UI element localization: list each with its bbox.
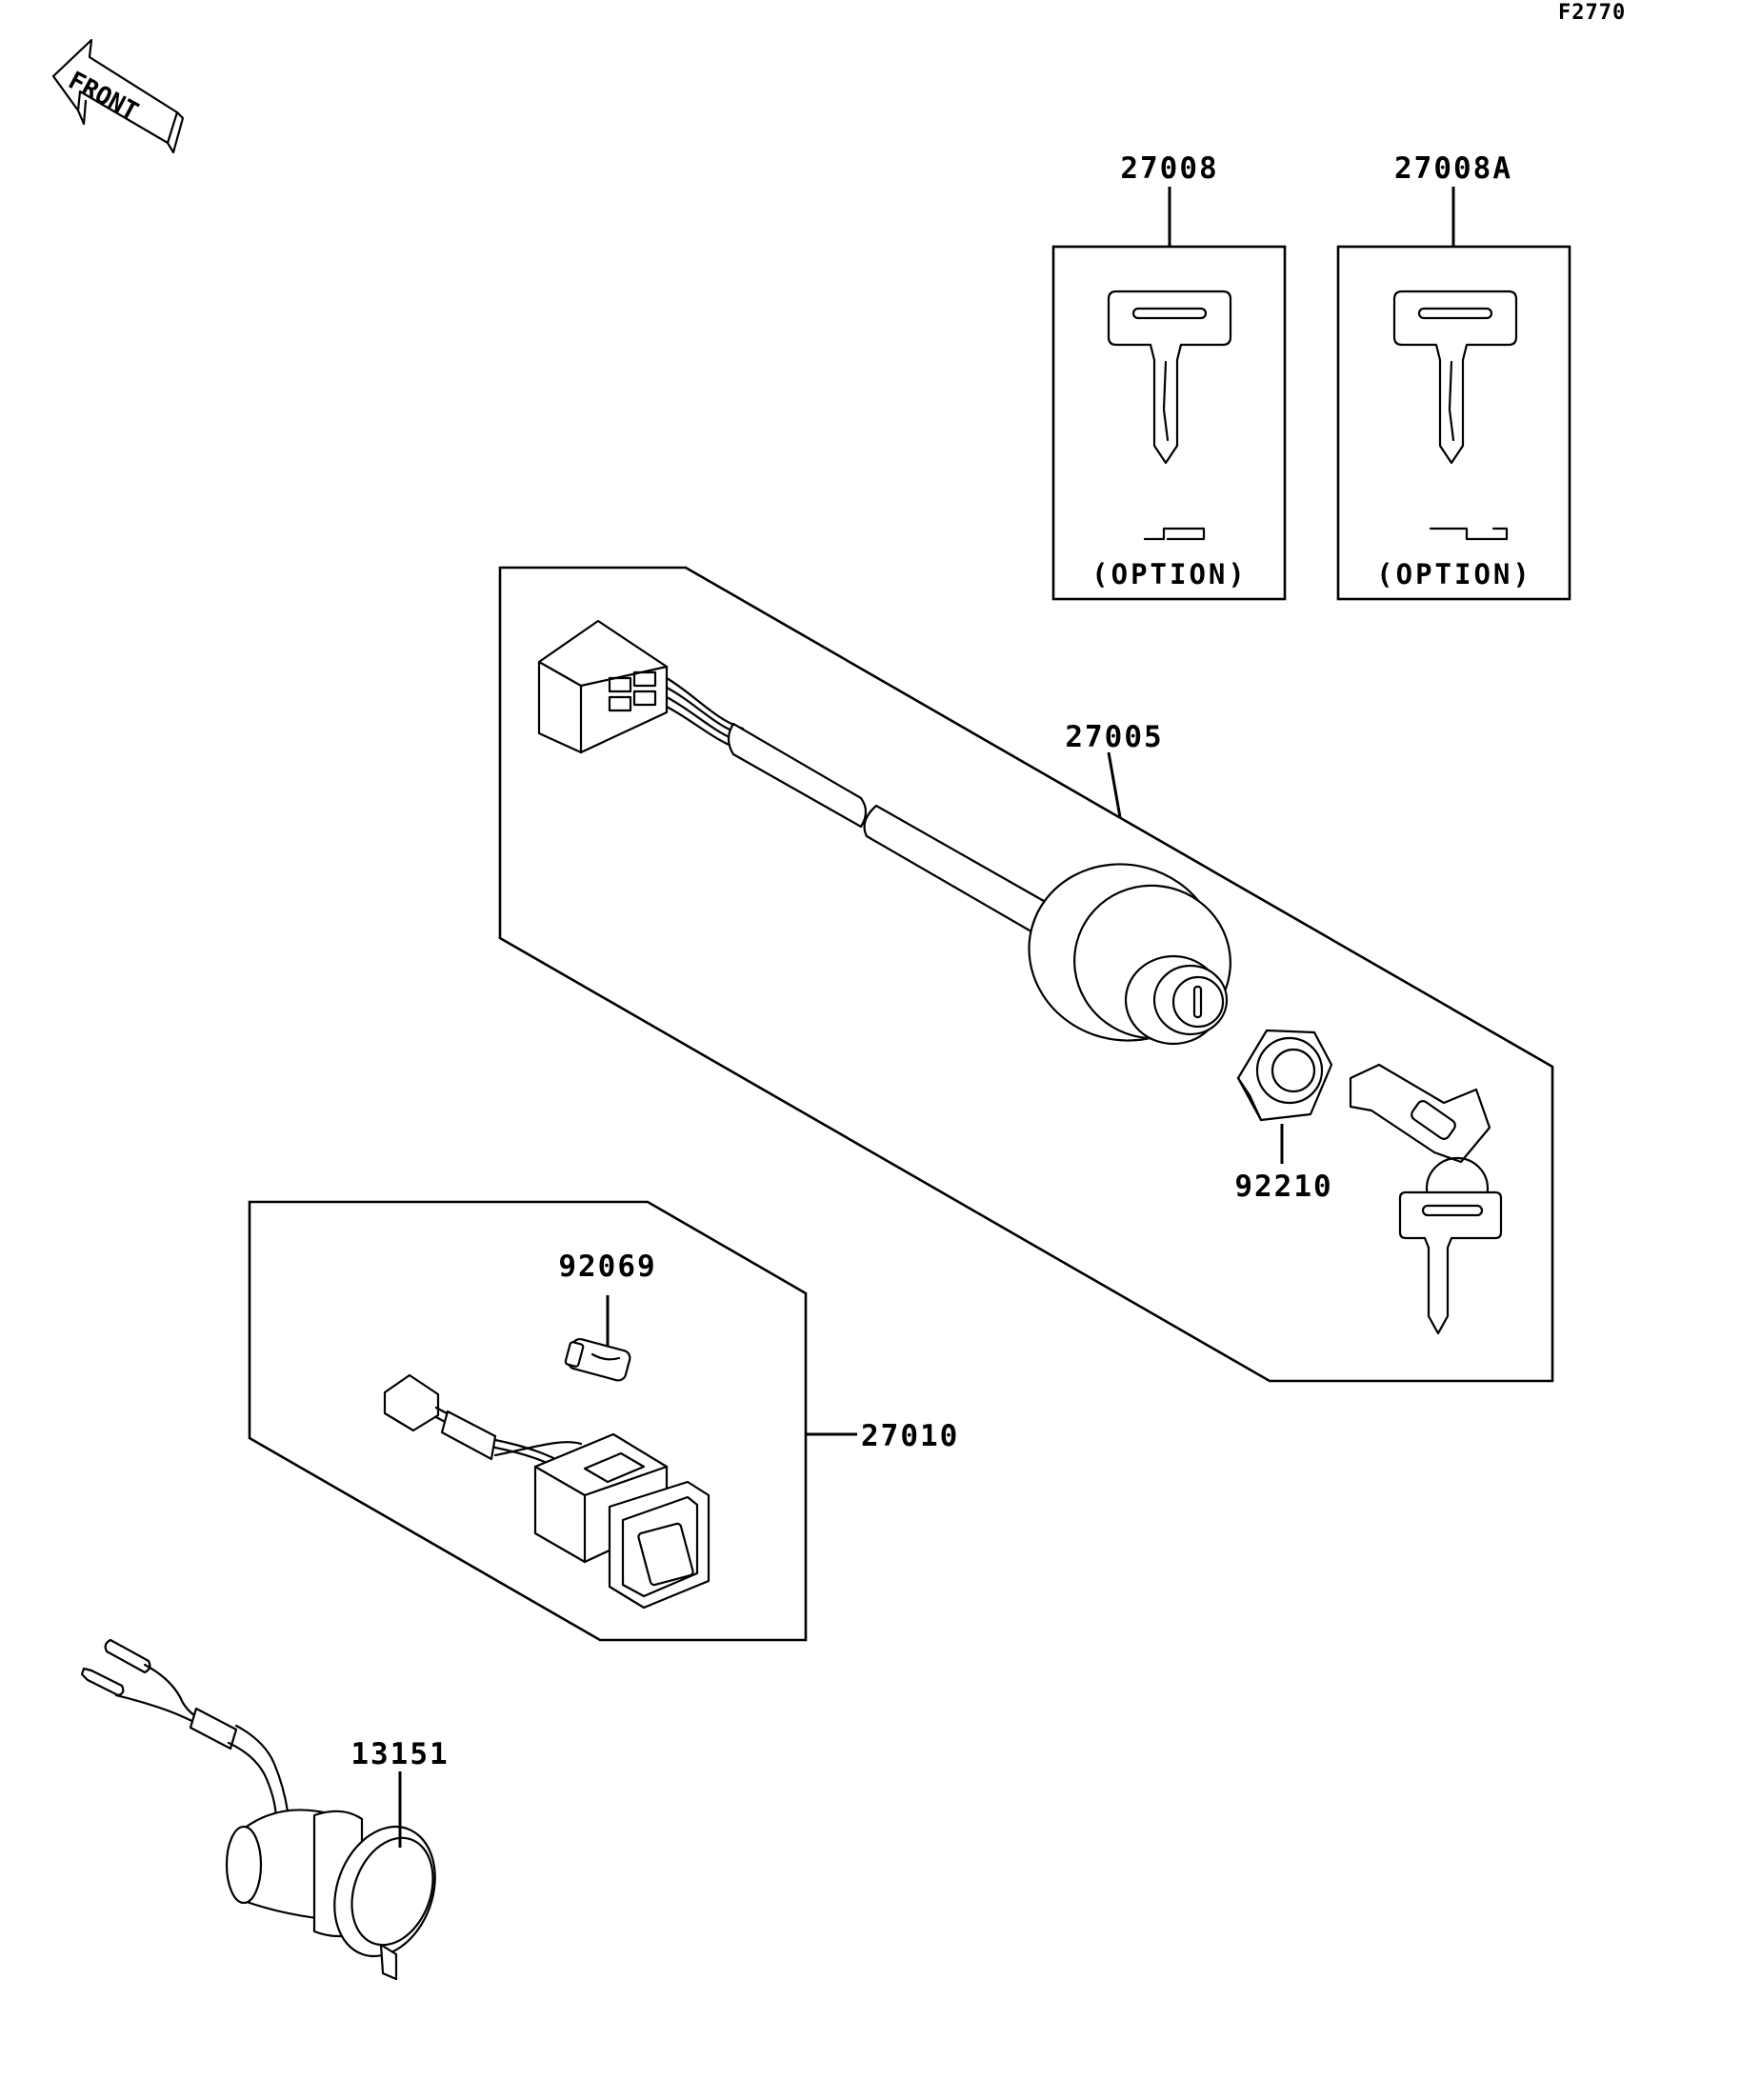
key-icon <box>1107 290 1232 465</box>
switch-assembly-27010[interactable] <box>248 1200 808 1642</box>
bulb-icon <box>564 1337 631 1382</box>
option-label: (OPTION) <box>1091 558 1248 590</box>
key-pair-icon <box>1349 1063 1503 1335</box>
power-socket-13151[interactable] <box>80 1638 452 1981</box>
part-number-92210[interactable]: 92210 <box>1234 1170 1332 1204</box>
key-cut-symbol-icon <box>1143 527 1206 541</box>
key-icon <box>1392 290 1518 465</box>
wiring-connector-icon <box>537 619 669 754</box>
key-cut-symbol-icon <box>1429 527 1509 541</box>
socket-cable-icon <box>80 1638 290 1823</box>
part-number-27008a[interactable]: 27008A <box>1394 151 1512 186</box>
key-27008-option[interactable]: (OPTION) <box>1051 187 1287 601</box>
hex-nut-icon <box>1236 1029 1333 1122</box>
socket-body-icon <box>225 1809 436 1981</box>
key-27008a-option[interactable]: (OPTION) <box>1336 187 1571 601</box>
ignition-switch-body-icon <box>1028 863 1231 1046</box>
part-number-27008[interactable]: 27008 <box>1120 151 1218 186</box>
part-number-13151[interactable]: 13151 <box>350 1737 449 1771</box>
front-direction-arrow: FRONT <box>51 38 185 154</box>
figure-number: F2770 <box>1558 1 1626 25</box>
ignition-switch-assembly-27005[interactable] <box>498 566 1554 1383</box>
option-label: (OPTION) <box>1376 558 1532 590</box>
push-switch-icon <box>383 1373 710 1610</box>
part-number-27010[interactable]: 27010 <box>861 1419 959 1453</box>
nut-92210[interactable] <box>1236 1029 1333 1164</box>
wire-harness-icon <box>665 676 1135 990</box>
part-number-92069[interactable]: 92069 <box>558 1250 656 1284</box>
part-number-27005[interactable]: 27005 <box>1065 720 1163 754</box>
indicator-lamp-92069[interactable] <box>564 1295 631 1382</box>
